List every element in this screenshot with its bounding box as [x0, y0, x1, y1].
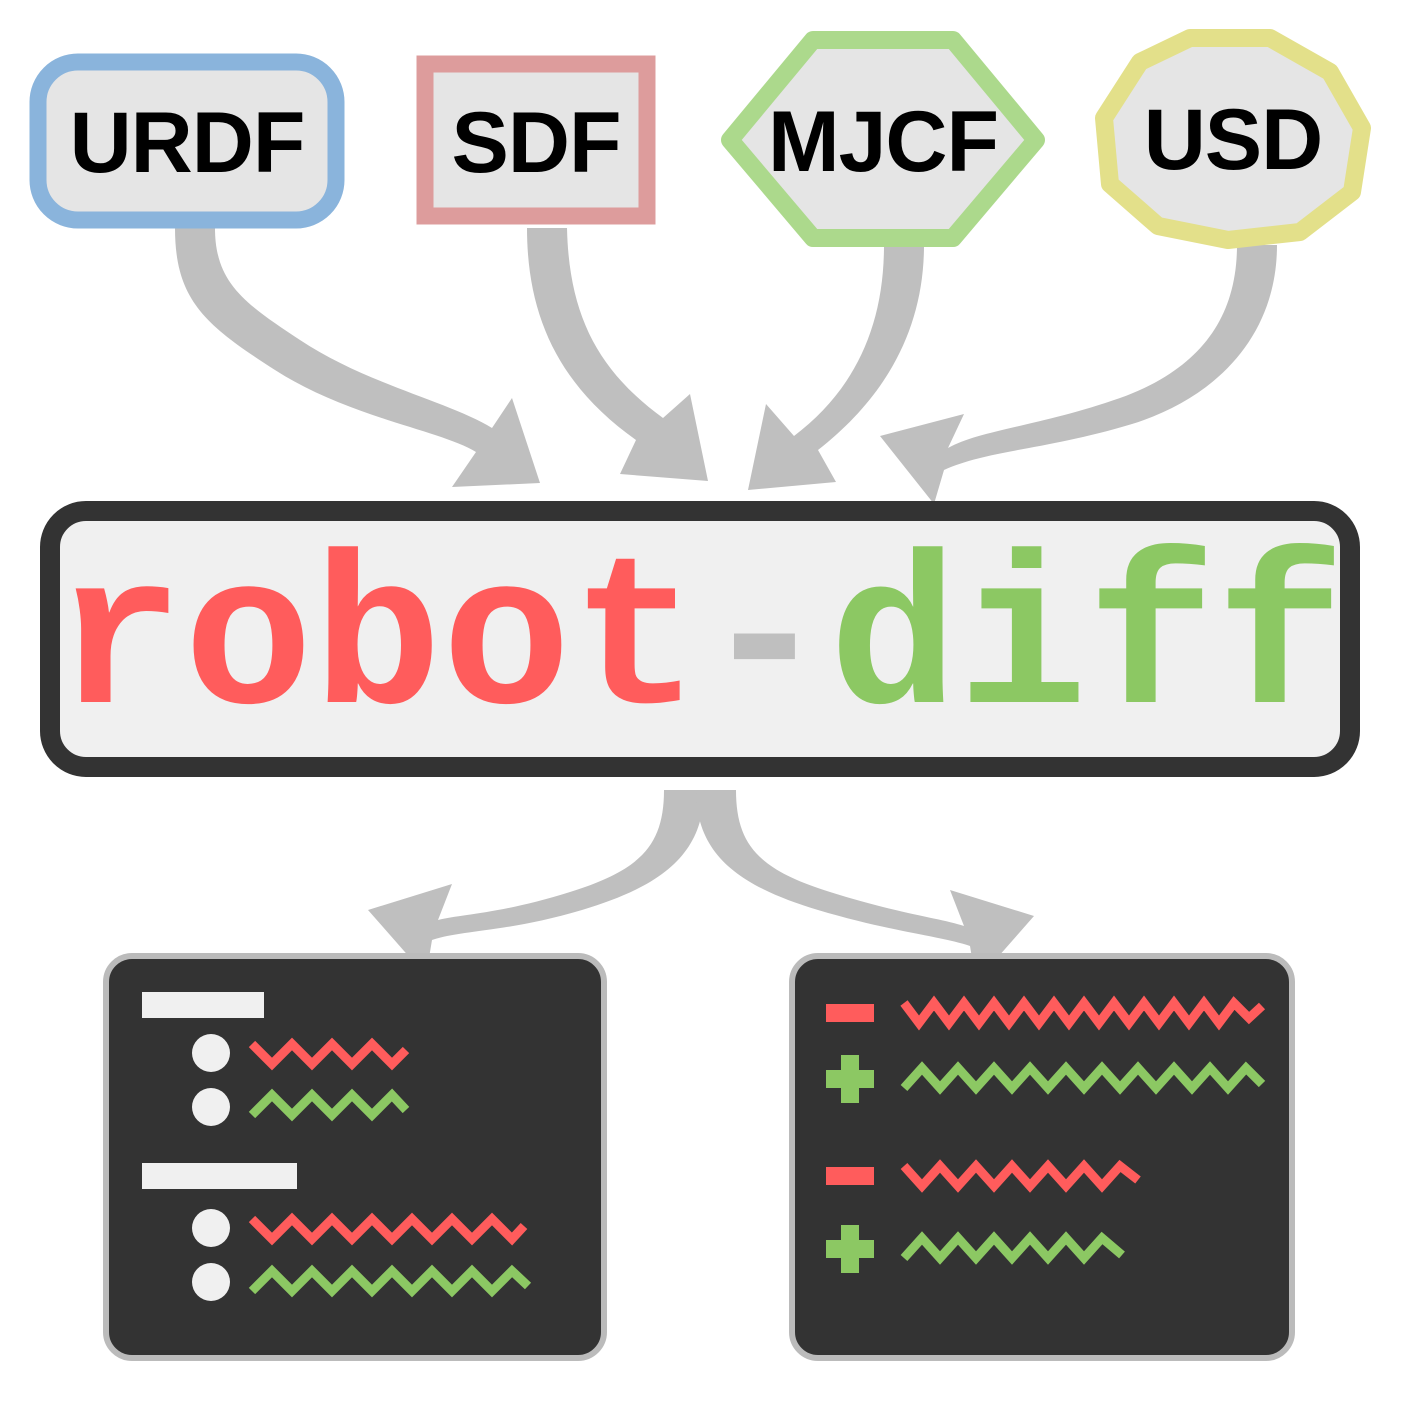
arrow-core-to-report-panel — [368, 790, 704, 976]
arrow-urdf-to-core — [175, 228, 540, 487]
report-section-2-header-bar — [142, 1163, 297, 1189]
arrow-group-core-to-outputs — [368, 790, 1034, 982]
bullet-icon — [192, 1088, 230, 1126]
bullet-icon — [192, 1034, 230, 1072]
output-panel-diff[interactable] — [789, 953, 1295, 1361]
report-row-1a-line — [248, 1037, 410, 1071]
diff-row-4-line — [900, 1231, 1125, 1265]
robot-diff-wordmark: robot-diff — [55, 523, 1345, 767]
arrow-mjcf-to-core — [748, 245, 924, 490]
usd-shape — [1095, 29, 1371, 249]
report-row-1b-line — [248, 1088, 410, 1122]
diff-row-2-added — [826, 1055, 1266, 1103]
report-row-2b-line — [248, 1264, 532, 1298]
bullet-icon — [192, 1263, 230, 1301]
report-row-2a-line — [248, 1212, 528, 1246]
robot-diff-suffix: diff — [829, 523, 1345, 767]
mjcf-label: MJCF — [768, 94, 998, 190]
report-panel-background — [103, 953, 607, 1361]
diff-row-3-line — [900, 1159, 1141, 1193]
arrow-usd-to-core — [880, 245, 1277, 504]
robot-diff-separator: - — [700, 523, 829, 767]
minus-icon — [826, 1167, 874, 1185]
arrow-sdf-to-core — [527, 228, 708, 481]
arrow-group-inputs-to-core — [175, 228, 1277, 504]
output-panel-report[interactable] — [103, 953, 607, 1361]
input-node-usd[interactable]: USD — [1095, 29, 1371, 249]
sdf-shape — [416, 55, 656, 225]
sdf-label: SDF — [452, 95, 621, 191]
report-row-1b — [192, 1088, 410, 1126]
urdf-shape — [29, 53, 345, 229]
bullet-icon — [192, 1209, 230, 1247]
report-row-2b — [192, 1263, 532, 1301]
plus-icon-vertical — [841, 1225, 859, 1273]
plus-icon-vertical — [841, 1055, 859, 1103]
input-node-urdf[interactable]: URDF — [29, 53, 345, 229]
urdf-label: URDF — [70, 95, 305, 191]
diff-panel-background — [789, 953, 1295, 1361]
report-section-1-header-bar — [142, 992, 264, 1018]
robot-diff-prefix: robot — [55, 523, 700, 767]
robot-diff-box — [40, 501, 1360, 777]
diff-row-1-line — [900, 995, 1266, 1031]
core-node-robot-diff[interactable]: robot-diff — [40, 501, 1360, 777]
report-section-1 — [142, 992, 410, 1126]
arrow-core-to-diff-panel — [696, 790, 1034, 982]
report-row-2a — [192, 1209, 528, 1247]
diff-row-3-removed — [826, 1159, 1141, 1193]
report-row-1a — [192, 1034, 410, 1072]
diff-row-2-line — [900, 1061, 1266, 1095]
input-node-mjcf[interactable]: MJCF — [721, 31, 1045, 247]
mjcf-shape — [721, 31, 1045, 247]
usd-label: USD — [1144, 92, 1323, 188]
diff-row-4-added — [826, 1225, 1125, 1273]
input-node-sdf[interactable]: SDF — [416, 55, 656, 225]
minus-icon — [826, 1004, 874, 1022]
diff-row-1-removed — [826, 995, 1266, 1031]
report-section-2 — [142, 1163, 532, 1301]
